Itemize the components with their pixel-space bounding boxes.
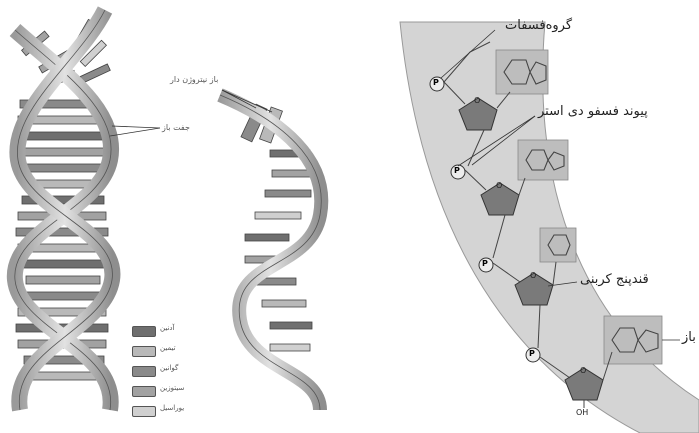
rna-single-strand [220,90,321,410]
phosphate-symbol: P [454,166,460,175]
legend-label: گوانین [160,364,178,372]
legend-swatch [132,386,156,397]
legend-swatch [132,346,156,357]
legend-item-cytosine: سیتوزین [132,384,192,398]
legend-swatch [132,326,156,337]
sugar-oxygen-label: O [530,271,536,280]
sugar-oxygen-label: O [474,96,480,105]
legend-item-uracil: یوراسیل [132,404,192,418]
label-pentose-sugar: قندپنج کربنی [580,272,649,287]
rna-bases [241,104,316,351]
legend-swatch [132,366,156,377]
legend-item-adenine: آدنین [132,324,192,338]
legend-label: یوراسیل [160,404,184,412]
label-base: باز [682,330,696,345]
label-nitrogen-base-left: باز نیتروژن دار [170,75,218,84]
legend-label: تیمین [160,344,176,352]
phosphate-symbol: P [482,259,488,268]
legend-label: سیتوزین [160,384,184,392]
sugar-oxygen-label: O [580,366,586,375]
phosphate-symbol: P [433,78,439,87]
label-base-pair: جفت باز [162,123,190,132]
legend-item-thymine: تیمین [132,344,192,358]
terminal-hydroxyl-label: OH [576,408,588,417]
phosphate-symbol: P [529,349,535,358]
legend-label: آدنین [160,324,174,332]
backbone-band [400,22,699,433]
legend-item-guanine: گوانین [132,364,192,378]
label-phosphate-group: گروه‌فسفات [505,18,572,33]
label-phosphodiester-bond: پیوند فسفو دی استر [538,104,648,119]
legend-swatch [132,406,156,417]
polynucleotide-chain [400,22,699,433]
sugar-oxygen-label: O [496,181,502,190]
